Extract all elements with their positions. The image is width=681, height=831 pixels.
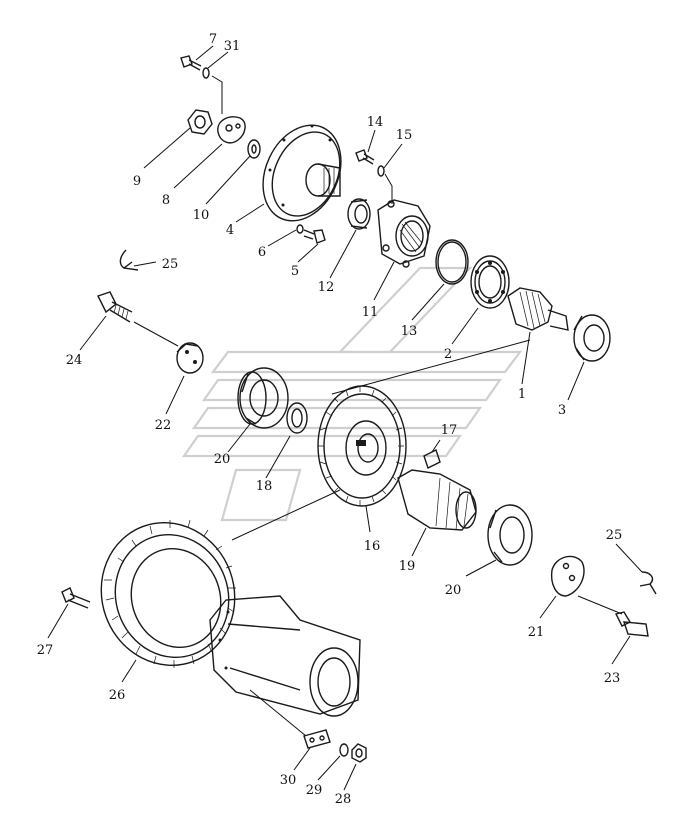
part-31-spring-washer: [202, 67, 210, 79]
part-16-gear: [317, 385, 407, 507]
part-21-plate: [550, 555, 585, 597]
callout-13: 13: [401, 324, 418, 339]
callout-14: 14: [367, 115, 384, 130]
part-18-spacer: [286, 402, 308, 434]
part-9-hex-nut: [187, 109, 213, 135]
callout-22: 22: [155, 418, 172, 433]
part-22-plate: [176, 342, 204, 374]
part-10-washer: [247, 139, 261, 159]
part-14-bolt: [355, 149, 375, 165]
callout-24: 24: [66, 353, 83, 368]
part-15-spring-washer: [377, 165, 385, 177]
part-29-washer: [339, 743, 349, 757]
part-2-bearing: [470, 255, 510, 309]
callout-10: 10: [193, 208, 210, 223]
callout-5: 5: [291, 264, 299, 279]
watermark-logo: [181, 266, 523, 522]
callout-7: 7: [209, 32, 217, 47]
callout-1: 1: [518, 387, 526, 402]
callout-numbers: 7 31 9 8 10 4 6 5 14 15 12 11 13 2 1 3 2…: [37, 32, 623, 807]
part-25-cotter-pin-upper: [119, 249, 139, 271]
callout-20-upper: 20: [214, 452, 231, 467]
callout-21: 21: [528, 625, 545, 640]
part-25-cotter-pin-lower: [639, 571, 657, 595]
part-27-bolt: [61, 587, 91, 609]
part-30-plate: [303, 729, 331, 749]
part-1-pinion-shaft: [507, 287, 569, 331]
part-26-large-gear: [100, 519, 236, 668]
callout-29: 29: [306, 783, 323, 798]
part-5-bolt: [303, 229, 326, 244]
part-12-oil-seal: [347, 198, 371, 230]
callout-9: 9: [133, 174, 141, 189]
part-7-bolt: [180, 55, 202, 71]
callout-15: 15: [396, 128, 413, 143]
part-19-pinion: [397, 469, 477, 531]
part-28-nut: [351, 743, 367, 763]
callout-17: 17: [441, 423, 458, 438]
callout-4: 4: [226, 223, 234, 238]
part-3-bearing: [573, 314, 611, 362]
part-8-lock-plate: [217, 116, 246, 144]
callout-20-lower: 20: [445, 583, 462, 598]
callout-27: 27: [37, 643, 54, 658]
part-11-bearing-cage: [377, 199, 431, 268]
part-4-cover-plate: [262, 124, 342, 222]
leader-lines: [47, 45, 643, 791]
callout-8: 8: [162, 193, 170, 208]
callout-25-upper: 25: [162, 257, 179, 272]
callout-28: 28: [335, 792, 352, 807]
callout-16: 16: [364, 539, 381, 554]
part-20-bearing-upper: [237, 367, 289, 429]
part-17-key: [423, 449, 441, 469]
callout-11: 11: [362, 305, 379, 320]
callout-25-lower: 25: [606, 528, 623, 543]
callout-23: 23: [604, 671, 621, 686]
callout-2: 2: [444, 347, 452, 362]
callout-18: 18: [256, 479, 273, 494]
part-hub-carrier: [209, 595, 361, 717]
part-20-bearing-lower: [487, 504, 533, 566]
callout-19: 19: [399, 559, 416, 574]
part-13-o-ring: [435, 239, 469, 285]
callout-6: 6: [258, 245, 266, 260]
callout-26: 26: [109, 688, 126, 703]
part-23-bolt: [614, 611, 649, 637]
callout-30: 30: [280, 773, 297, 788]
callout-31: 31: [224, 39, 241, 54]
callout-3: 3: [558, 403, 566, 418]
part-24-bolt: [97, 291, 133, 323]
callout-12: 12: [318, 280, 335, 295]
part-6-washer: [296, 224, 304, 234]
